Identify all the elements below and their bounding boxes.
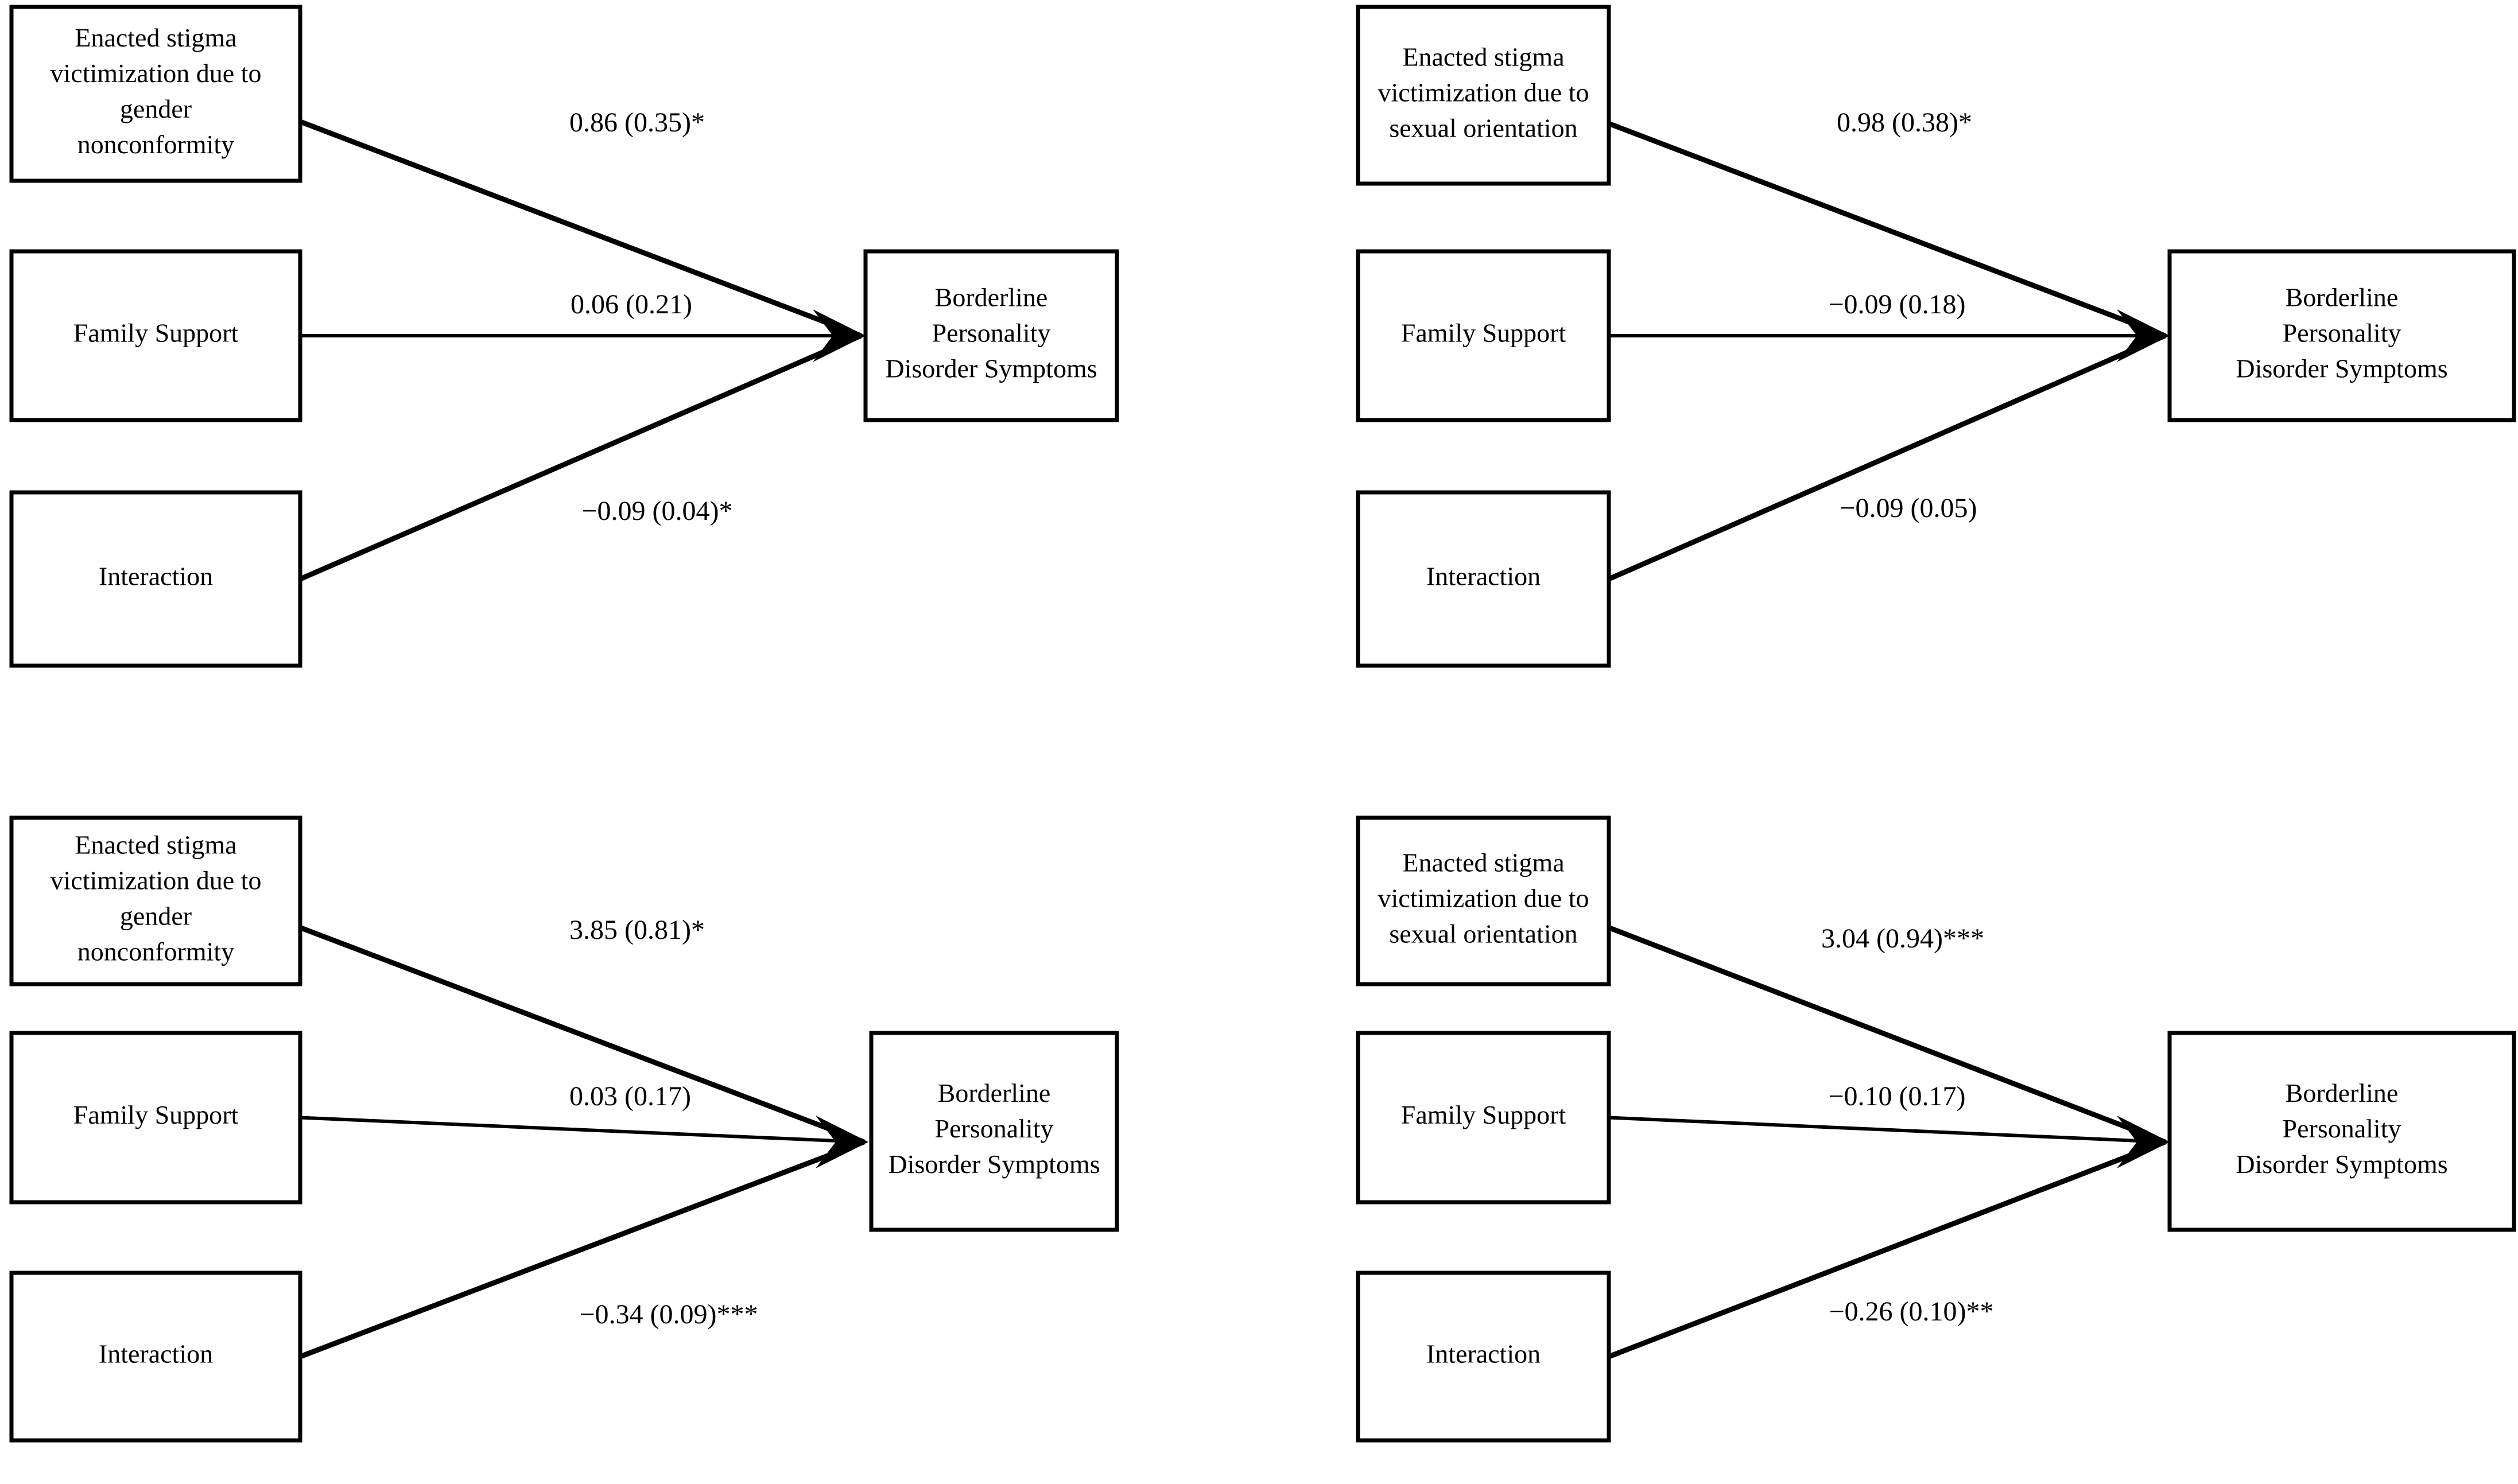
panel-top-right-path-label-family-support: −0.09 (0.18) [1828, 289, 1965, 320]
panel-bottom-left-node-stigma: Enacted stigma victimization due to gender… [9, 815, 302, 986]
panel-top-left-node-family-support-label-line: Family Support [73, 318, 239, 348]
panel-top-right-node-stigma-label-line: victimization due to [1378, 78, 1589, 107]
panel-top-left-node-family-support: Family Support [9, 249, 302, 422]
panel-bottom-right-node-interaction-rect [1356, 1271, 1611, 1443]
panel-bottom-left: Enacted stigma victimization due to gender… [9, 815, 1119, 1443]
panel-bottom-right-node-stigma-label-line: Enacted stigma [1402, 848, 1564, 877]
panel-top-right-node-stigma-label-line: sexual orientation [1389, 114, 1577, 143]
panel-bottom-left-node-outcome-label-line: Personality [935, 1114, 1054, 1143]
panel-bottom-left-node-interaction: Interaction [9, 1271, 302, 1443]
panel-bottom-right-node-stigma-rect [1356, 815, 1611, 986]
panel-bottom-right-node-interaction-label-line: Interaction [1426, 1339, 1541, 1369]
panel-top-left-node-outcome-label-line: Borderline [935, 283, 1048, 312]
panel-top-left-path-label-family-support: 0.06 (0.21) [571, 289, 692, 320]
panel-top-left-arrow-head [813, 309, 866, 362]
panel-top-left-node-outcome-label-line: Disorder Symptoms [885, 354, 1097, 383]
panel-top-right-path-label-interaction: −0.09 (0.05) [1840, 493, 1977, 523]
panel-bottom-right-node-stigma: Enacted stigma victimization due to sexual… [1356, 815, 1611, 986]
panel-bottom-left-path-line-stigma [299, 925, 865, 1145]
panel-top-right-node-interaction-label-line: Interaction [1426, 562, 1541, 591]
panel-bottom-left-node-interaction-rect [9, 1271, 302, 1443]
panel-bottom-left-node-stigma-label-line: victimization due to [51, 866, 262, 895]
panel-bottom-left-path-line-family-support [300, 1116, 864, 1144]
panel-top-right-node-stigma: Enacted stigma victimization due to sexual… [1356, 5, 1611, 186]
panel-top-right-path-line-stigma [1608, 121, 2166, 339]
panel-top-right-path-label-stigma: 0.98 (0.38)* [1837, 107, 1972, 138]
panel-bottom-right-node-family-support-rect [1356, 1031, 1611, 1205]
panel-bottom-left-node-stigma-label-line: gender [120, 902, 192, 931]
panel-bottom-left-path-label-family-support: 0.03 (0.17) [569, 1081, 691, 1112]
panel-top-right-node-family-support-label-line: Family Support [1401, 318, 1566, 348]
panel-top-right-node-stigma-label-line: Enacted stigma [1402, 42, 1564, 72]
panel-top-left-node-stigma-label-line: gender [120, 94, 192, 123]
panel-top-right-node-outcome-label-line: Disorder Symptoms [2236, 354, 2447, 383]
panel-top-right: Enacted stigma victimization due to sexual… [1356, 5, 2516, 668]
panel-top-left-path-label-stigma: 0.86 (0.35)* [569, 107, 705, 138]
panel-bottom-right-node-interaction: Interaction [1356, 1271, 1611, 1443]
panel-top-right-node-interaction: Interaction [1356, 490, 1611, 668]
panel-top-right-node-family-support: Family Support [1356, 249, 1611, 422]
panel-bottom-right-node-outcome-label-line: Borderline [2286, 1078, 2399, 1108]
panel-bottom-right: Enacted stigma victimization due to sexual… [1356, 815, 2516, 1443]
panel-bottom-right-path-label-interaction: −0.26 (0.10)** [1829, 1296, 1993, 1327]
panel-bottom-left-node-outcome-label-line: Disorder Symptoms [888, 1149, 1100, 1179]
panel-top-left-node-stigma: Enacted stigma victimization due to gender… [9, 5, 302, 183]
panel-bottom-right-node-stigma-label-line: victimization due to [1378, 884, 1589, 913]
panel-top-left-node-stigma-label-line: nonconformity [77, 130, 234, 159]
panel-bottom-right-path-label-stigma: 3.04 (0.94)*** [1821, 923, 1984, 954]
panel-bottom-left-node-interaction-label-line: Interaction [99, 1339, 213, 1369]
panel-top-left-node-interaction: Interaction [9, 490, 302, 668]
panel-top-right-node-outcome-label-line: Borderline [2286, 283, 2399, 312]
panel-bottom-left-node-stigma-rect [9, 815, 302, 986]
panel-bottom-left-node-family-support: Family Support [9, 1031, 302, 1205]
panel-top-right-arrow-head [2117, 309, 2170, 362]
panel-bottom-left-path-label-stigma: 3.85 (0.81)* [569, 915, 705, 945]
panel-bottom-right-node-family-support-label-line: Family Support [1401, 1100, 1566, 1129]
panel-top-left-node-stigma-label-line: Enacted stigma [75, 23, 236, 52]
panel-top-right-node-family-support-rect [1356, 249, 1611, 422]
panel-top-left-path-line-stigma [299, 119, 862, 339]
panel-top-left-node-outcome-rect [863, 249, 1119, 422]
panel-top-left-path-line-interaction [299, 333, 862, 582]
panel-bottom-left-node-outcome-rect [869, 1031, 1119, 1232]
panel-bottom-left-node-stigma-label-line: nonconformity [77, 937, 234, 966]
panel-top-left-node-family-support-rect [9, 249, 302, 422]
panel-top-left-node-interaction-rect [9, 490, 302, 668]
panel-bottom-left-path-line-interaction [299, 1139, 865, 1359]
panel-top-left-node-outcome-label-line: Personality [932, 318, 1051, 348]
panel-bottom-left-node-outcome-label-line: Borderline [938, 1078, 1051, 1108]
panel-bottom-right-arrow-head [2117, 1116, 2170, 1168]
panel-bottom-left-path-label-interaction: −0.34 (0.09)*** [579, 1299, 758, 1330]
panel-bottom-right-node-outcome-rect [2167, 1031, 2516, 1232]
panel-top-left-node-stigma-label-line: victimization due to [51, 59, 262, 88]
panel-bottom-left-node-family-support-rect [9, 1031, 302, 1205]
panel-bottom-right-path-line-stigma [1608, 925, 2166, 1145]
panel-bottom-right-node-stigma-label-line: sexual orientation [1389, 919, 1577, 949]
panel-bottom-right-path-line-interaction [1608, 1139, 2166, 1359]
panel-top-left: Enacted stigma victimization due to gender… [9, 5, 1119, 668]
panel-top-right-node-stigma-rect [1356, 5, 1611, 186]
panel-bottom-right-path-line-family-support [1608, 1116, 2166, 1144]
panel-top-left-node-stigma-rect [9, 5, 302, 183]
panel-bottom-right-node-outcome-label-line: Disorder Symptoms [2236, 1149, 2447, 1179]
panel-bottom-left-node-family-support-label-line: Family Support [73, 1100, 239, 1129]
panel-top-left-node-interaction-label-line: Interaction [99, 562, 213, 591]
panel-bottom-right-node-family-support: Family Support [1356, 1031, 1611, 1205]
panel-top-left-path-label-interaction: −0.09 (0.04)* [581, 496, 732, 526]
panel-bottom-left-node-stigma-label-line: Enacted stigma [75, 830, 236, 860]
panel-top-right-path-line-interaction [1608, 333, 2166, 582]
panel-bottom-right-path-label-family-support: −0.10 (0.17) [1828, 1081, 1965, 1112]
panel-bottom-left-arrow-head [816, 1116, 868, 1168]
panel-top-right-node-outcome-label-line: Personality [2283, 318, 2401, 348]
panel-bottom-right-node-outcome-label-line: Personality [2283, 1114, 2401, 1143]
